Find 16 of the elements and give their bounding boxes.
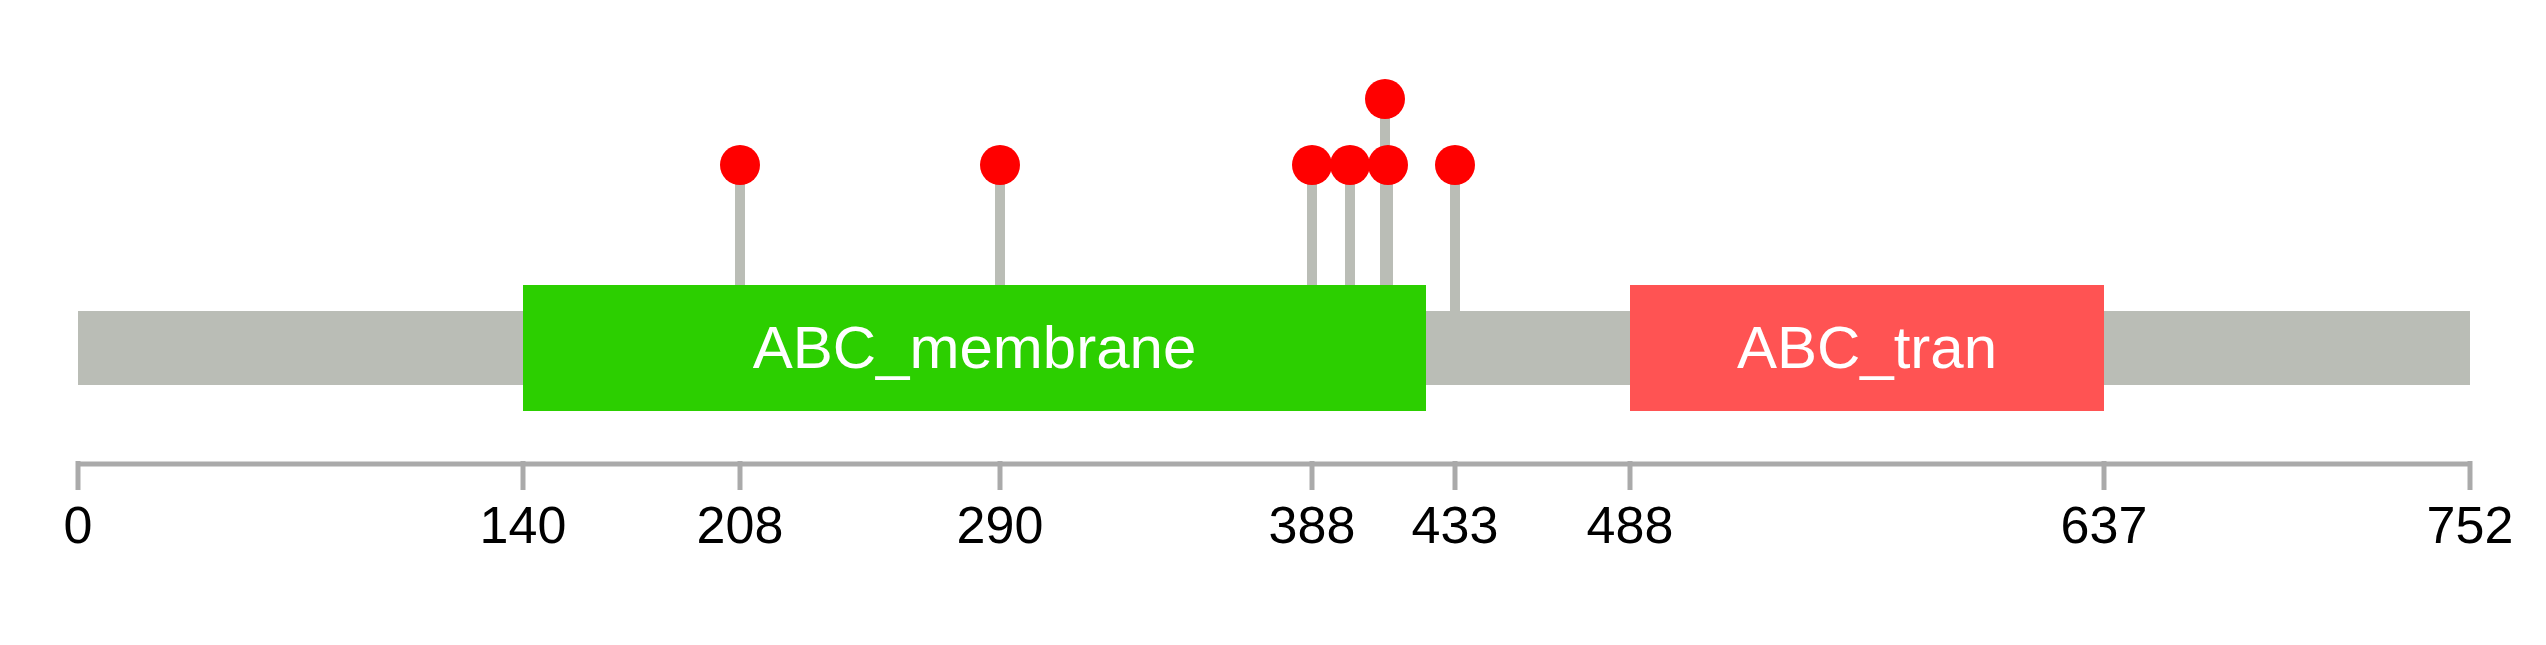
tick-label: 752	[2426, 499, 2514, 551]
domain-label: ABC_membrane	[752, 318, 1197, 378]
backbone-bar	[2104, 311, 2470, 385]
domain-box	[523, 285, 1426, 411]
tick-label: 388	[1268, 499, 1356, 551]
tick-label: 433	[1411, 499, 1499, 551]
tick-label: 290	[956, 499, 1044, 551]
backbone-bar	[78, 311, 523, 385]
domain-label: ABC_tran	[1736, 318, 1998, 378]
tick-label: 208	[696, 499, 784, 551]
tick-label: 488	[1586, 499, 1674, 551]
backbone-bar	[1426, 311, 1630, 385]
domain-box	[1630, 285, 2104, 411]
tick-label: 0	[63, 499, 93, 551]
tick-label: 140	[479, 499, 567, 551]
tick-label: 637	[2060, 499, 2148, 551]
